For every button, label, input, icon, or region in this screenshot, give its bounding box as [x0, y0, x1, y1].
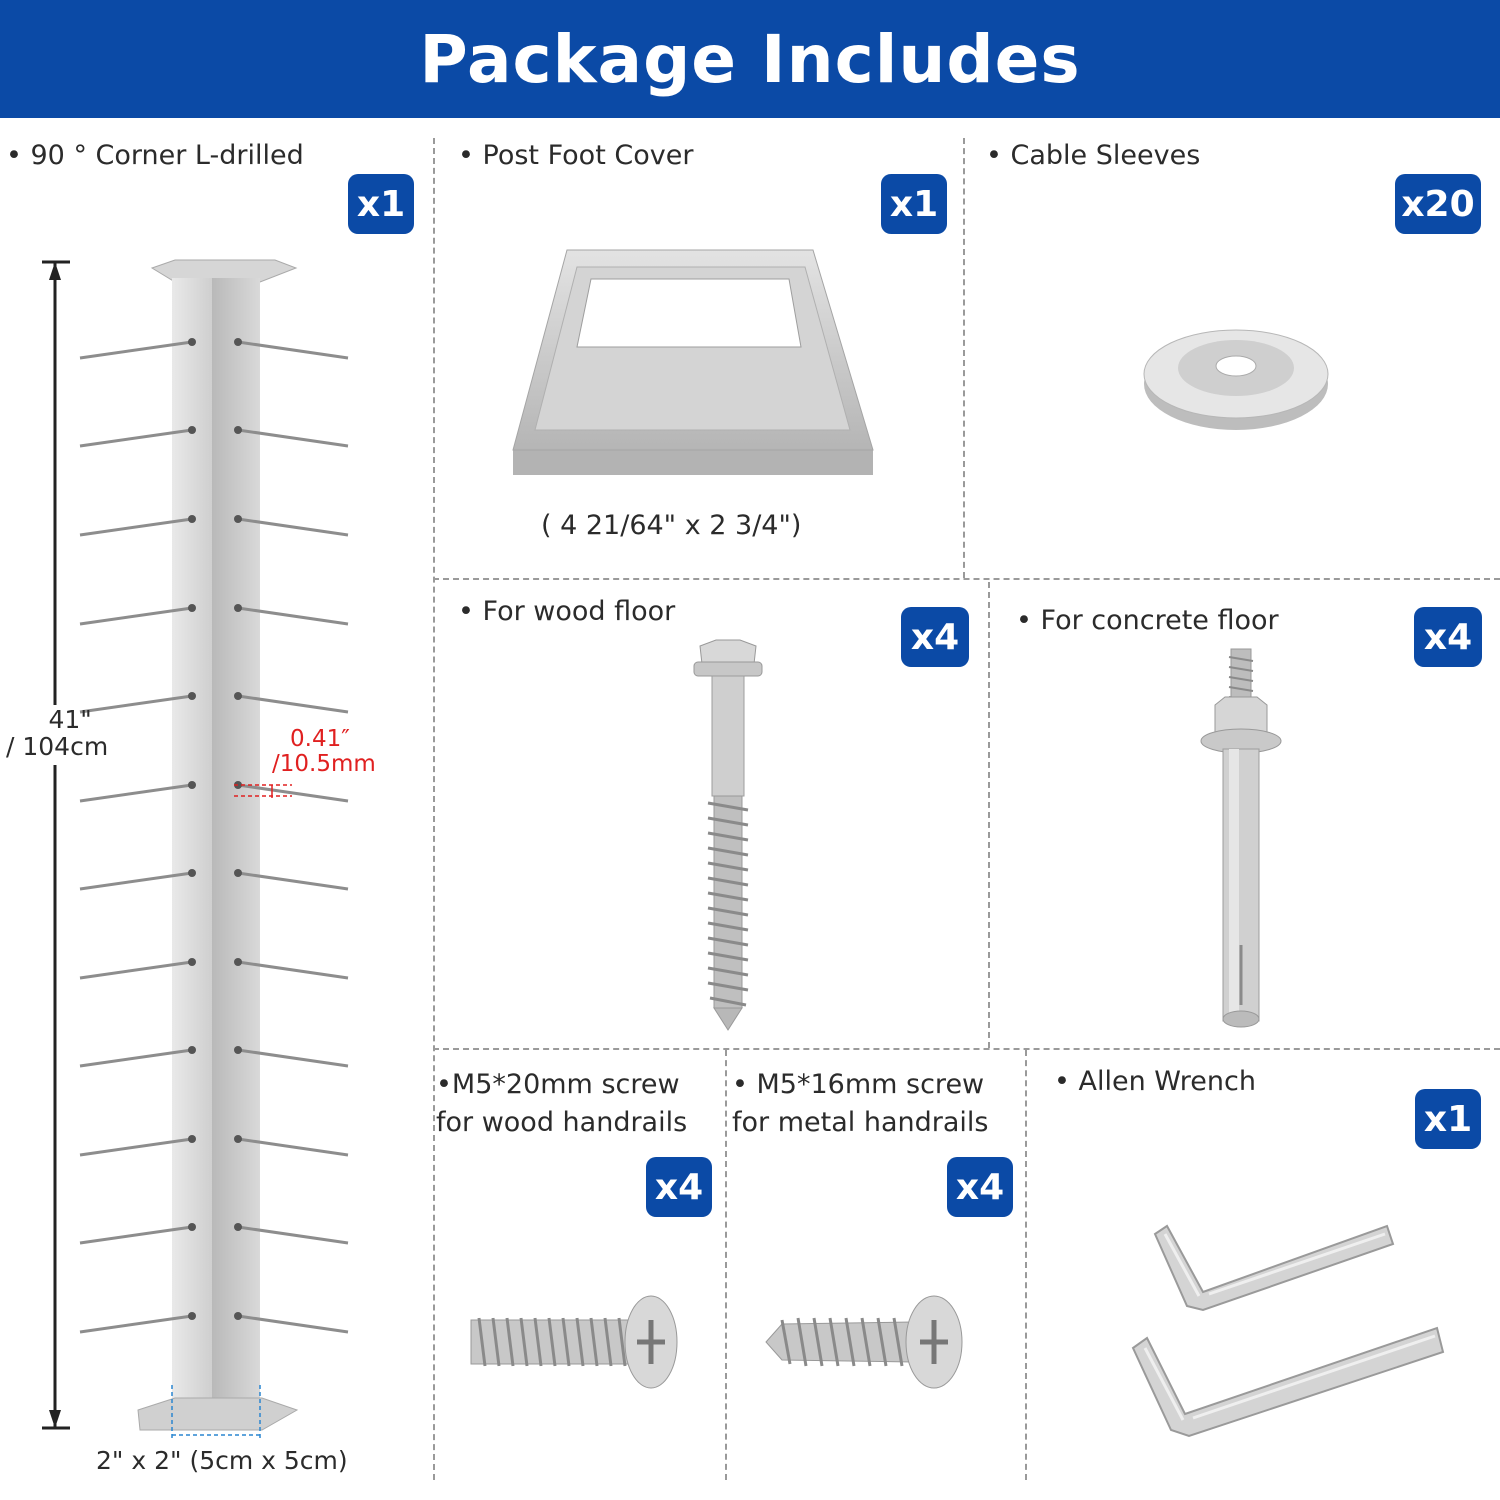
post-height-label: 41" / 104cm — [6, 706, 108, 760]
header-banner: Package Includes — [0, 0, 1500, 118]
m5-20-label: •M5*20mm screw for wood handrails — [436, 1066, 687, 1142]
divider — [433, 1048, 1500, 1050]
cable-sleeve-image — [1143, 329, 1329, 430]
corner-post-label: • 90 ° Corner L-drilled — [6, 140, 304, 171]
foot-cover-size: ( 4 21/64" x 2 3/4") — [541, 510, 802, 541]
cable-sleeves-label: • Cable Sleeves — [986, 140, 1201, 171]
m5-16-line2: for metal handrails — [732, 1107, 989, 1138]
hole-size-mm: /10.5mm — [272, 751, 376, 777]
divider — [433, 138, 435, 1480]
hole-size-label: 0.41″ /10.5mm — [272, 727, 376, 777]
corner-post-image — [42, 259, 349, 1440]
corner-post-qty-badge: x1 — [348, 174, 414, 234]
m5-20-qty-badge: x4 — [646, 1157, 712, 1217]
foot-cover-image — [512, 249, 874, 475]
divider — [963, 138, 965, 578]
divider — [1025, 1050, 1027, 1480]
m5-20-screw-image — [470, 1295, 678, 1389]
divider — [433, 578, 1500, 580]
m5-20-line1: •M5*20mm screw — [436, 1069, 680, 1100]
anchor-bolt-image — [1200, 648, 1282, 1028]
post-height-cm: / 104cm — [6, 732, 109, 761]
concrete-floor-label: • For concrete floor — [1016, 605, 1279, 636]
m5-16-label: • M5*16mm screw for metal handrails — [732, 1066, 988, 1142]
wood-floor-label: • For wood floor — [458, 596, 676, 627]
lag-screw-image — [693, 639, 763, 1031]
post-size-label: 2" x 2" (5cm x 5cm) — [96, 1446, 348, 1475]
foot-cover-label: • Post Foot Cover — [458, 140, 694, 171]
divider — [725, 1050, 727, 1480]
m5-16-qty-badge: x4 — [947, 1157, 1013, 1217]
allen-wrench-label: • Allen Wrench — [1054, 1066, 1256, 1097]
foot-cover-qty-badge: x1 — [881, 174, 947, 234]
m5-16-screw-image — [765, 1295, 963, 1389]
hole-size-inch: 0.41″ — [290, 726, 350, 752]
post-height-inch: 41" — [48, 705, 92, 734]
divider — [988, 582, 990, 1048]
m5-20-line2: for wood handrails — [436, 1107, 688, 1138]
cable-sleeves-qty-badge: x20 — [1395, 174, 1481, 234]
m5-16-line1: • M5*16mm screw — [732, 1069, 985, 1100]
page-title: Package Includes — [419, 20, 1081, 98]
allen-wrench-image — [1131, 1224, 1445, 1438]
wood-floor-qty-badge: x4 — [901, 607, 969, 667]
concrete-floor-qty-badge: x4 — [1414, 607, 1482, 667]
allen-wrench-qty-badge: x1 — [1415, 1089, 1481, 1149]
